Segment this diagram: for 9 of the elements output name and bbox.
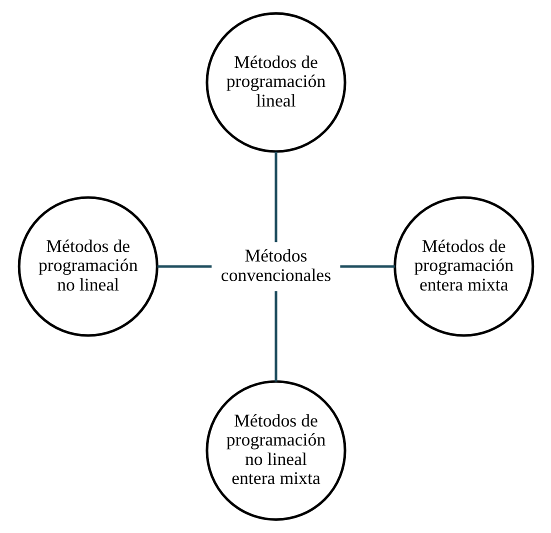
connector <box>156 265 212 268</box>
connector <box>340 265 394 268</box>
connector <box>274 291 277 382</box>
node-circle: Métodos de programación no lineal entera mixta <box>205 380 346 521</box>
node-text: Métodos convencionales <box>220 246 331 285</box>
node-circle: Métodos de programación lineal <box>205 12 346 153</box>
node-circle: Métodos de programación no lineal <box>17 196 158 337</box>
node-circle: Métodos de programación entera mixta <box>393 196 534 337</box>
connector <box>274 152 277 242</box>
